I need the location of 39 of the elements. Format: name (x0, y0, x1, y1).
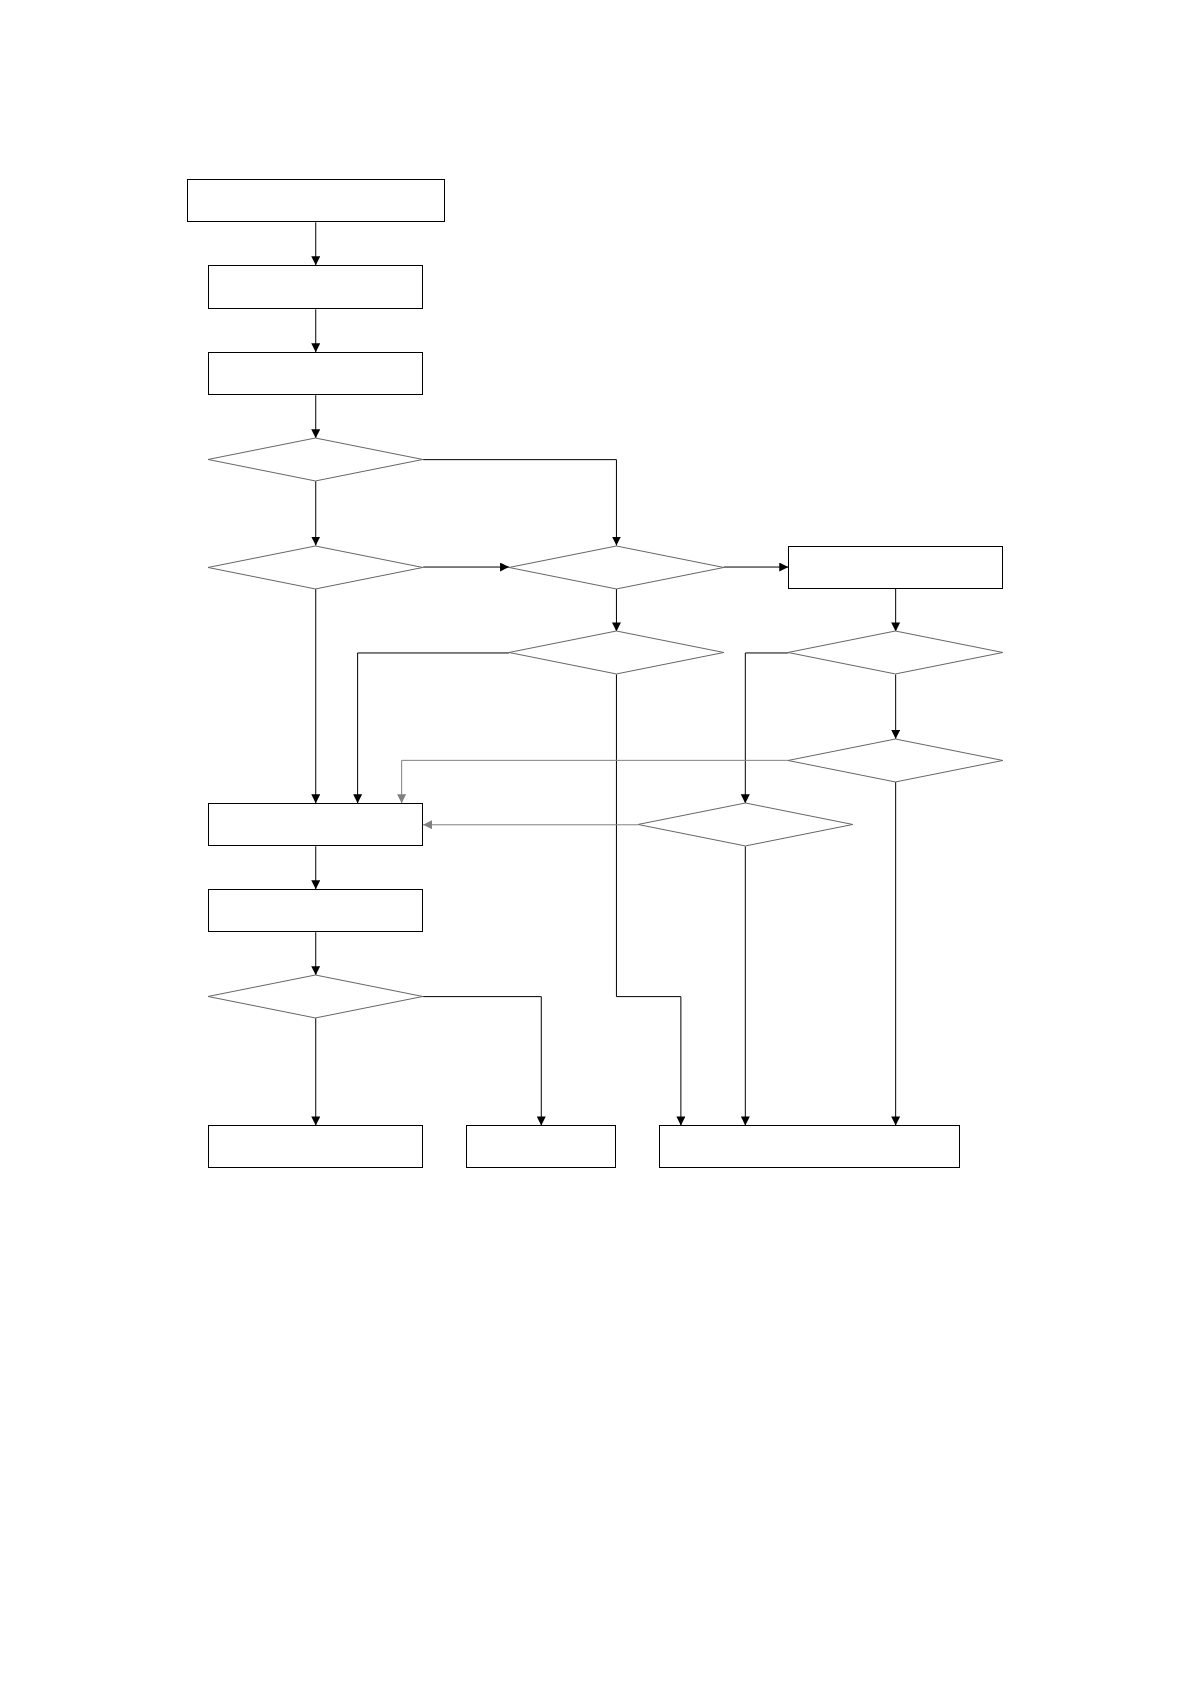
process-box (208, 889, 424, 933)
process-box (186, 179, 445, 223)
arrow (611, 588, 621, 632)
process-box (788, 545, 1004, 589)
process-box (466, 1125, 617, 1169)
arrow (723, 562, 789, 572)
process-box (659, 1125, 961, 1169)
arrow (311, 308, 321, 353)
arrow (311, 588, 321, 804)
arrow (422, 820, 639, 830)
arrow (353, 652, 510, 804)
arrow (891, 588, 901, 632)
arrow (422, 562, 510, 572)
arrow (891, 781, 901, 1126)
process-box (208, 1125, 424, 1169)
arrow (311, 845, 321, 890)
arrow (891, 673, 901, 740)
arrow (740, 845, 750, 1126)
decision-diamond (208, 438, 424, 482)
decision-diamond (208, 545, 424, 589)
decision-diamond (637, 803, 853, 847)
arrow (422, 459, 621, 547)
process-box (208, 265, 424, 310)
arrow (311, 394, 321, 439)
arrow (422, 996, 546, 1126)
decision-diamond (788, 738, 1004, 782)
decision-diamond (788, 631, 1004, 675)
arrow (311, 931, 321, 976)
process-box (208, 352, 424, 396)
arrow (397, 759, 789, 804)
arrow (615, 673, 686, 1126)
decision-diamond (509, 631, 724, 675)
decision-diamond (208, 975, 424, 1019)
arrow (740, 652, 789, 804)
arrow (311, 480, 321, 547)
process-box (208, 803, 424, 847)
arrow (311, 1017, 321, 1126)
arrow (311, 221, 321, 266)
decision-diamond (509, 545, 724, 589)
